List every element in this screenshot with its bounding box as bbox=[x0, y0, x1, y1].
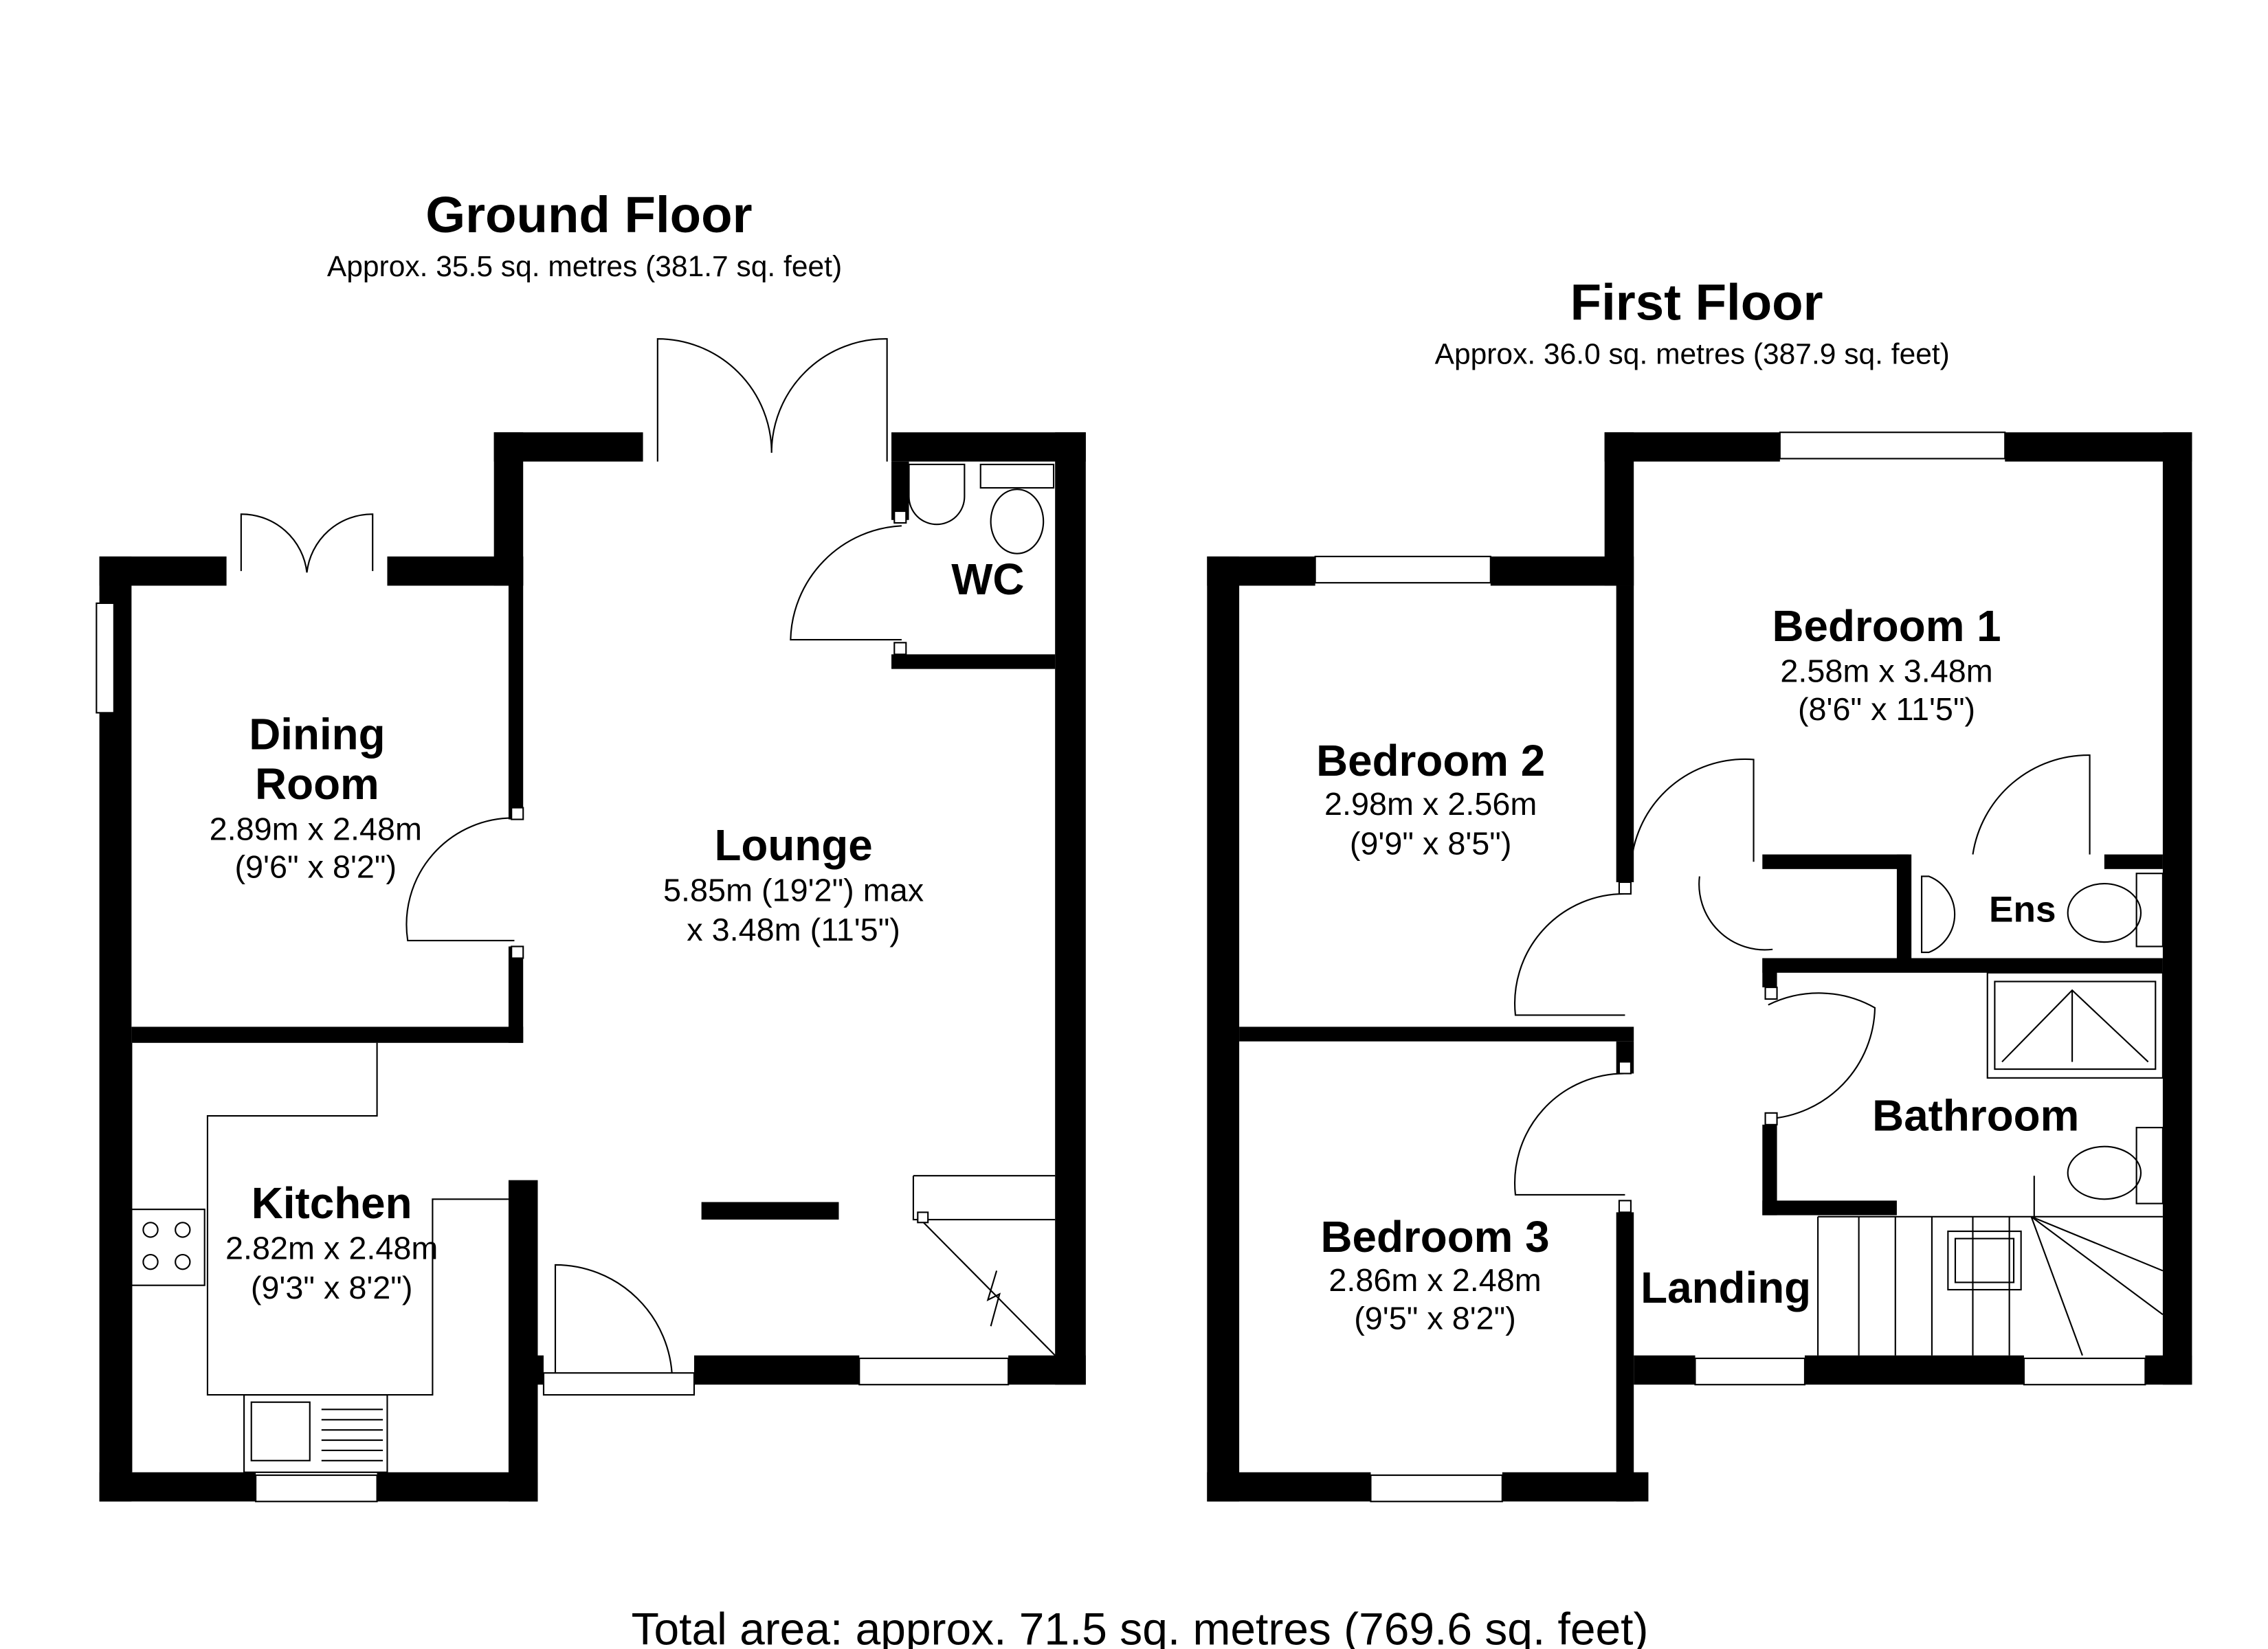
ground-floor-area: Approx. 35.5 sq. metres (381.7 sq. feet) bbox=[327, 251, 842, 283]
bedroom1-name: Bedroom 1 bbox=[1772, 601, 2001, 651]
bedroom2-dim-ft: (9'9" x 8'5") bbox=[1350, 826, 1512, 862]
ground-floor-doors bbox=[240, 338, 907, 1396]
wc-cistern-icon bbox=[979, 463, 1055, 489]
first-floor-plan: First Floor Approx. 36.0 sq. metres (387… bbox=[1207, 274, 2192, 1503]
ensuite-basin-icon bbox=[1921, 875, 1956, 954]
ensuite-toilet-icon bbox=[2067, 883, 2142, 943]
bedroom2-dim-m: 2.98m x 2.56m bbox=[1324, 786, 1537, 822]
bathroom-toilet-icon bbox=[2067, 1145, 2142, 1200]
kitchen-dim-m: 2.82m x 2.48m bbox=[225, 1230, 438, 1266]
lounge-name: Lounge bbox=[714, 820, 872, 870]
bedroom3-dim-m: 2.86m x 2.48m bbox=[1328, 1262, 1541, 1298]
wc-name: WC bbox=[951, 554, 1024, 604]
bedroom1-dim-m: 2.58m x 3.48m bbox=[1780, 653, 1992, 689]
first-floor-windows bbox=[1314, 431, 2146, 1503]
ensuite-name: Ens bbox=[1989, 889, 2056, 930]
total-area: Total area: approx. 71.5 sq. metres (769… bbox=[632, 1604, 1649, 1649]
dining-room-dim-m: 2.89m x 2.48m bbox=[210, 811, 422, 846]
bedroom2-name: Bedroom 2 bbox=[1316, 736, 1545, 785]
kitchen-sink-icon bbox=[243, 1394, 388, 1473]
ground-floor-fixtures bbox=[131, 463, 1056, 1473]
bathroom-name: Bathroom bbox=[1872, 1090, 2079, 1140]
bedroom3-dim-ft: (9'5" x 8'2") bbox=[1354, 1300, 1516, 1336]
ground-floor-walls bbox=[99, 432, 1086, 1502]
dining-room-dim-ft: (9'6" x 8'2") bbox=[234, 849, 397, 885]
stairs-icon bbox=[912, 1175, 1056, 1356]
bedroom1-dim-ft: (8'6" x 11'5") bbox=[1798, 691, 1975, 727]
dining-room-name-line2: Room bbox=[255, 759, 379, 809]
lounge-dim-ft: x 3.48m (11'5") bbox=[687, 912, 900, 947]
bedroom3-name: Bedroom 3 bbox=[1320, 1212, 1549, 1261]
ground-floor-plan: Ground Floor Approx. 35.5 sq. metres (38… bbox=[96, 186, 1086, 1503]
wc-basin-icon bbox=[908, 463, 966, 526]
wc-toilet-icon bbox=[990, 489, 1045, 554]
kitchen-dim-ft: (9'3" x 8'2") bbox=[251, 1270, 413, 1305]
stairs-icon bbox=[1817, 1176, 2164, 1356]
bathroom-basin-icon bbox=[1947, 1230, 2022, 1291]
landing-name: Landing bbox=[1641, 1263, 1811, 1312]
dining-room-name-line1: Dining bbox=[249, 710, 385, 759]
first-floor-walls bbox=[1207, 432, 2192, 1502]
ground-floor-title: Ground Floor bbox=[425, 186, 752, 243]
shower-icon bbox=[1986, 972, 2164, 1079]
first-floor-title: First Floor bbox=[1570, 274, 1823, 331]
kitchen-name: Kitchen bbox=[252, 1178, 412, 1228]
first-floor-fixtures bbox=[1817, 873, 2164, 1356]
hob-icon bbox=[131, 1209, 205, 1286]
first-floor-doors bbox=[1514, 754, 2091, 1213]
first-floor-area: Approx. 36.0 sq. metres (387.9 sq. feet) bbox=[1435, 338, 1950, 370]
lounge-dim-m: 5.85m (19'2") max bbox=[663, 873, 924, 908]
ground-floor-windows bbox=[96, 602, 1010, 1503]
